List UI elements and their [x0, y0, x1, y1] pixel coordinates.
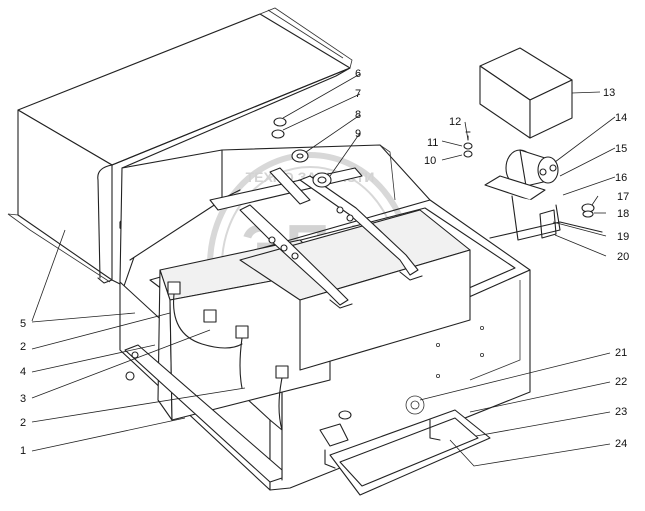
callout-9: 9	[355, 128, 361, 140]
callout-4: 4	[20, 366, 26, 378]
callout-1: 1	[20, 445, 26, 457]
callout-22: 22	[615, 376, 627, 388]
leader-lines	[31, 73, 616, 467]
callout-2a: 2	[20, 341, 26, 353]
callout-8: 8	[355, 109, 361, 121]
battery-box-cover	[7, 7, 353, 287]
callout-21: 21	[615, 347, 627, 359]
callout-23: 23	[615, 406, 627, 418]
callout-17: 17	[617, 191, 629, 203]
callout-3: 3	[20, 393, 26, 405]
callout-14: 14	[615, 112, 627, 124]
callout-15: 15	[615, 143, 627, 155]
mass-switch	[463, 131, 603, 241]
callout-6: 6	[355, 68, 361, 80]
relay-box	[479, 47, 573, 139]
mounting-frame	[124, 344, 491, 496]
callout-11: 11	[427, 137, 438, 149]
callout-20: 20	[617, 251, 629, 263]
fasteners-6-9	[271, 117, 332, 188]
callout-12: 12	[449, 116, 461, 128]
callout-5: 5	[20, 318, 26, 330]
callout-16: 16	[615, 172, 627, 184]
callout-19: 19	[617, 231, 629, 243]
callout-10: 10	[424, 155, 436, 167]
callout-7: 7	[355, 88, 361, 100]
callout-13: 13	[603, 87, 615, 99]
callout-labels: 1 2 2 3 4 5 6 7 8 9 10 11 12 13 14 15 16…	[20, 68, 629, 457]
callout-18: 18	[617, 208, 629, 220]
callout-2b: 2	[20, 417, 26, 429]
callout-24: 24	[615, 438, 627, 450]
